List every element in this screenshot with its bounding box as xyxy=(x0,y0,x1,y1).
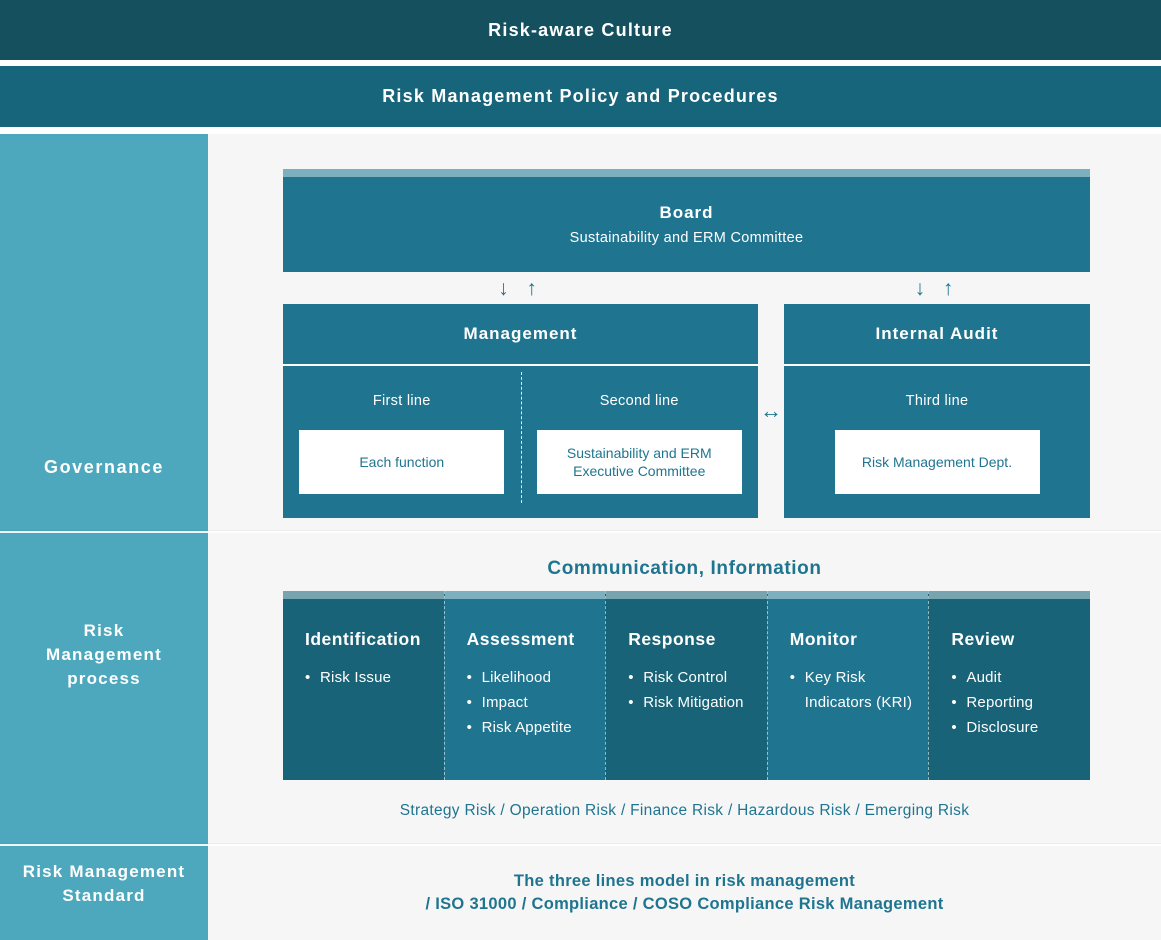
list-item: Likelihood xyxy=(467,665,598,690)
internal-audit-body: Third line Risk Management Dept. xyxy=(784,366,1090,516)
column-review-items: Audit Reporting Disclosure xyxy=(951,665,1082,740)
sidebar-section-risk-management-standard: Risk Management Standard xyxy=(0,860,208,908)
list-item: Risk Control xyxy=(628,665,759,690)
second-line-label: Second line xyxy=(599,393,679,409)
column-monitor: Monitor Key Risk Indicators (KRI) xyxy=(766,591,929,780)
dashed-divider xyxy=(520,372,522,503)
section-divider xyxy=(0,531,1161,533)
board-title: Board xyxy=(659,203,714,222)
each-function-box: Each function xyxy=(299,430,505,494)
third-line-label: Third line xyxy=(905,393,969,409)
first-line-column: First line Each function xyxy=(283,366,521,516)
list-item: Key Risk Indicators (KRI) xyxy=(790,665,921,715)
standard-line1: The three lines model in risk management xyxy=(513,872,856,890)
communication-information-heading: Communication, Information xyxy=(547,558,822,579)
sustainability-erm-executive-committee-box: Sustainability and ERM Executive Committ… xyxy=(536,430,742,494)
column-identification: Identification Risk Issue xyxy=(283,591,444,780)
committee-box-line2: Executive Committee xyxy=(573,463,706,479)
committee-box-line1: Sustainability and ERM xyxy=(566,445,712,461)
sidebar-process-label-line2: Management xyxy=(46,645,162,664)
sidebar-standard-label-line2: Standard xyxy=(62,886,146,905)
column-response-title: Response xyxy=(628,629,716,649)
management-body: First line Each function Second line Sus… xyxy=(283,366,758,516)
down-up-arrows-icon-left: ↓ ↑ xyxy=(498,277,543,300)
banner-policy-procedures-label: Risk Management Policy and Procedures xyxy=(382,86,779,106)
banner-risk-aware-culture-label: Risk-aware Culture xyxy=(488,19,673,40)
column-monitor-items: Key Risk Indicators (KRI) xyxy=(790,665,921,715)
down-up-arrows-icon-right: ↓ ↑ xyxy=(914,277,960,300)
banner-policy-procedures: Risk Management Policy and Procedures xyxy=(0,66,1161,127)
sidebar-section-risk-management-process: Risk Management process xyxy=(0,619,208,691)
each-function-label: Each function xyxy=(359,454,445,470)
list-item: Impact xyxy=(467,690,598,715)
list-item: Disclosure xyxy=(951,715,1082,740)
internal-audit-box: Internal Audit Third line Risk Managemen… xyxy=(784,304,1090,518)
column-review-title: Review xyxy=(951,629,1015,649)
risk-management-dept-label: Risk Management Dept. xyxy=(861,454,1013,470)
banner-risk-aware-culture: Risk-aware Culture xyxy=(0,0,1161,60)
management-box: Management First line Each function Seco… xyxy=(283,304,758,518)
column-response-items: Risk Control Risk Mitigation xyxy=(628,665,759,715)
column-assessment-title: Assessment xyxy=(466,629,575,649)
management-title: Management xyxy=(283,304,758,366)
sidebar: Governance Risk Management process Risk … xyxy=(0,134,208,940)
internal-audit-title: Internal Audit xyxy=(784,304,1090,366)
sidebar-process-label-line3: process xyxy=(67,669,141,688)
standard-line2: / ISO 31000 / Compliance / COSO Complian… xyxy=(425,895,944,913)
list-item: Reporting xyxy=(951,690,1082,715)
column-assessment-items: Likelihood Impact Risk Appetite xyxy=(467,665,598,740)
left-right-arrow-icon: ↔ xyxy=(760,398,782,423)
third-line-column: Third line Risk Management Dept. xyxy=(784,366,1090,516)
risk-types-line: Strategy Risk / Operation Risk / Finance… xyxy=(399,802,970,819)
second-line-column: Second line Sustainability and ERM Execu… xyxy=(521,366,759,516)
list-item: Risk Appetite xyxy=(467,715,598,740)
column-assessment: Assessment Likelihood Impact Risk Appeti… xyxy=(443,591,606,780)
board-box: Board Sustainability and ERM Committee xyxy=(283,169,1090,272)
column-identification-title: Identification xyxy=(305,629,421,649)
column-response: Response Risk Control Risk Mitigation xyxy=(605,591,767,780)
sidebar-section-governance: Governance xyxy=(0,457,208,478)
board-subtitle: Sustainability and ERM Committee xyxy=(569,230,804,246)
list-item: Risk Issue xyxy=(305,665,436,690)
column-identification-items: Risk Issue xyxy=(305,665,436,690)
risk-process-columns: Identification Risk Issue Assessment Lik… xyxy=(283,591,1090,780)
risk-management-standard-text: The three lines model in risk management… xyxy=(208,846,1161,940)
column-monitor-title: Monitor xyxy=(789,629,858,649)
sidebar-governance-label: Governance xyxy=(43,457,165,477)
sidebar-process-label-line1: Risk xyxy=(83,621,125,640)
list-item: Risk Mitigation xyxy=(628,690,759,715)
section-divider xyxy=(0,844,1161,846)
list-item: Audit xyxy=(951,665,1082,690)
risk-management-dept-box: Risk Management Dept. xyxy=(834,430,1040,494)
sidebar-standard-label-line1: Risk Management xyxy=(22,862,186,881)
first-line-label: First line xyxy=(372,393,431,409)
column-review: Review Audit Reporting Disclosure xyxy=(928,591,1090,780)
